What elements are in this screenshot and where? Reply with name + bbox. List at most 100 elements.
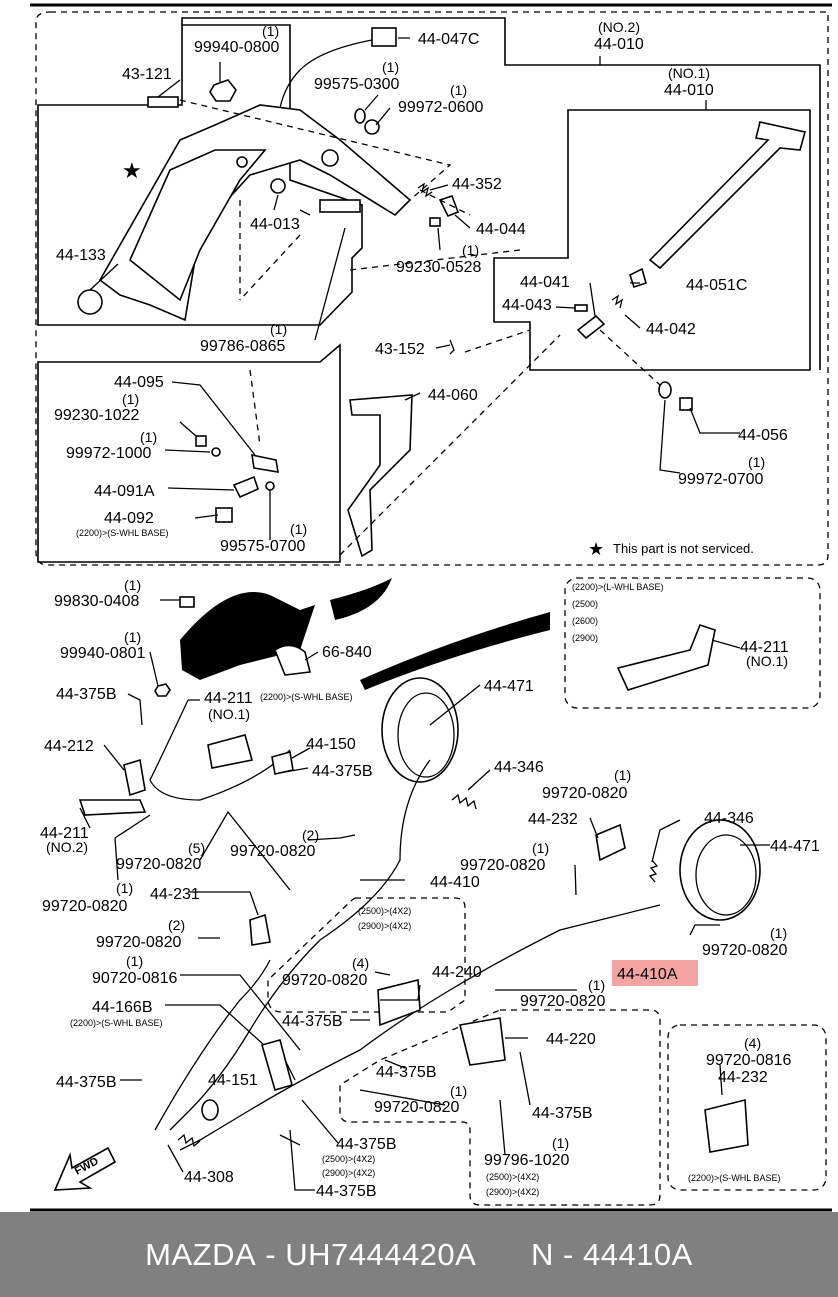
label-44-092: 44-092 [104,510,154,527]
label-90720-0816: 90720-0816 [92,970,178,987]
qty-99720-0820-i: (1) [588,977,605,993]
qty-99796-1020: (1) [552,1135,569,1151]
label-44-352: 44-352 [452,176,502,193]
lever-44-010-no1 [648,121,806,270]
label-44-410A[interactable]: 44-410A [617,966,678,983]
label-43-121: 43-121 [122,66,172,83]
label-44-056: 44-056 [738,427,788,444]
label-44-346-b: 44-346 [704,810,754,827]
label-44-060: 44-060 [428,387,478,404]
brand-name: MAZDA [145,1236,257,1272]
qty-99720-0820-e: (1) [116,880,133,896]
no1-lever-box [493,109,811,371]
qty-90720-0816: (1) [126,953,143,969]
qty-99786-0865: (1) [270,321,287,337]
label-44-044: 44-044 [476,221,526,238]
label-99940-0800: 99940-0800 [194,39,280,56]
spring-44-308-icon [177,1133,201,1148]
pin-43-152-icon [449,339,455,355]
qty-99575-0300: (1) [382,59,399,75]
label-99230-1022: 99230-1022 [54,407,140,424]
note-44-375B-g-2: (2900)>(4X2) [322,1168,375,1178]
label-44-095: 44-095 [114,374,164,391]
washer-99575-0700-icon [265,481,275,491]
label-99972-1000: 99972-1000 [66,445,152,462]
label-43-152: 43-152 [375,341,425,358]
bracket-44-211-no1-icon [207,734,254,769]
qty-99940-0800: (1) [262,23,279,39]
qty-99720-0820-h: (4) [352,955,369,971]
clip-44-051C-icon [629,267,647,289]
bracket-44-211-long-icon [616,624,716,691]
lever-housing [77,104,412,322]
label-99940-0801: 99940-0801 [60,645,146,662]
qty-99972-0700: (1) [748,454,765,470]
label-99230-0528: 99230-0528 [396,259,482,276]
label-99720-0820-h: 99720-0820 [282,972,368,989]
washer-99972-1000-icon [211,447,221,457]
qty-99720-0820-c: (2) [302,827,319,843]
label-99720-0820-d: 99720-0820 [460,857,546,874]
bracket-44-231-icon [249,913,271,946]
label-44-010-no2: 44-010 [594,36,644,53]
note-box1-4: (2900) [572,633,598,643]
note-44-211-no1: (2200)>(S-WHL BASE) [260,692,352,702]
qty-44-010-no1: (NO.1) [668,65,710,81]
part-number-footer: MAZDA - UH7444420A N - 44410A [0,1212,838,1297]
nut-99940-0801-icon [154,683,171,697]
bracket-44-095-icon [251,453,279,473]
assembly-lines-upper [179,99,661,556]
note-44-092: (2200)>(S-WHL BASE) [76,528,168,538]
bolt-44-056-icon [679,397,693,411]
qty-99720-0820-b: (5) [188,840,205,856]
cable-44-410-icon [149,699,431,1131]
part-number: UH7444420A [285,1236,477,1272]
bracket-44-212-icon [123,758,146,797]
label-44-471-b: 44-471 [770,838,820,855]
clip-44-091A-icon [232,475,259,499]
nut-99940-0800-icon [209,79,237,102]
note-box2-2: (2900)>(4X2) [358,921,411,931]
highlight-44-410A [612,960,698,986]
qty-44-211-box: (NO.1) [746,653,788,669]
label-99720-0820-e: 99720-0820 [42,898,128,915]
label-44-047C: 44-047C [418,31,479,48]
qty-99720-0820-d: (1) [532,840,549,856]
bolt-99786-0865-icon [319,199,361,213]
bracket-44-166B-icon [261,1039,293,1091]
label-99575-0700: 99575-0700 [220,538,306,555]
label-99720-0820-i: 99720-0820 [520,993,606,1010]
bolt-99230-1022-icon [195,435,207,447]
bracket-44-220-icon [459,1017,506,1066]
label-44-166B: 44-166B [92,999,153,1016]
pin-44-043-icon [574,304,588,312]
label-44-232-b: 44-232 [718,1069,768,1086]
label-44-375B-e: 44-375B [376,1064,437,1081]
label-44-013: 44-013 [250,216,300,233]
bracket-44-232-a-icon [595,823,626,862]
label-44-151: 44-151 [208,1072,258,1089]
note-box2-1: (2500)>(4X2) [358,906,411,916]
label-44-375B-a: 44-375B [56,686,117,703]
qty-99720-0820-g: (1) [770,925,787,941]
qty-44-211-no1: (NO.1) [208,706,250,722]
label-99972-0600: 99972-0600 [398,99,484,116]
cable-secondary-icon [154,959,271,1131]
label-99796-1020: 99796-1020 [484,1152,570,1169]
label-44-410: 44-410 [430,874,480,891]
bracket-44-240-icon [377,978,421,1027]
qty-99972-1000: (1) [140,429,157,445]
label-66-840: 66-840 [322,644,372,661]
washer-99972-0600-icon [364,119,380,135]
label-44-150: 44-150 [306,736,356,753]
label-44-471-a: 44-471 [484,678,534,695]
note-44-232-b: (2200)>(S-WHL BASE) [688,1173,780,1183]
label-44-232-a: 44-232 [528,811,578,828]
label-44-133: 44-133 [56,247,106,264]
spring-44-346-b-icon [648,859,659,883]
qty-44-211-no2: (NO.2) [46,839,88,855]
label-44-211-no1: 44-211 [204,690,253,707]
bracket-44-041-icon [576,314,606,340]
qty-99720-0816: (4) [744,1035,761,1051]
label-99720-0820-j: 99720-0820 [374,1099,460,1116]
